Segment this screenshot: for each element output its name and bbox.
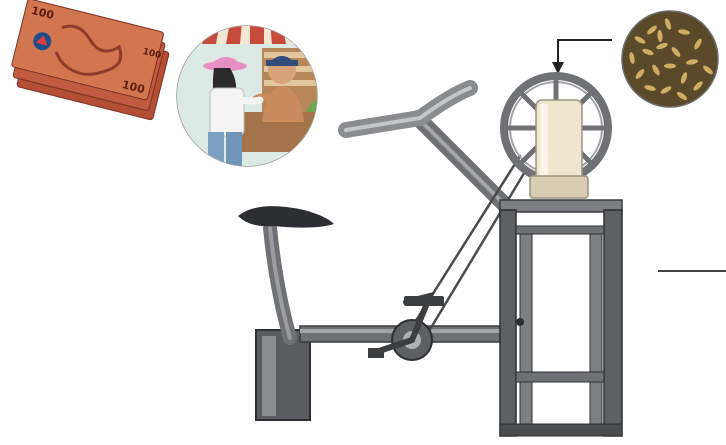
mill-stand bbox=[500, 200, 622, 436]
market-stall-vignette bbox=[170, 20, 330, 187]
pointer-arrow bbox=[552, 40, 612, 74]
banknotes-stack: 100 100 100 bbox=[7, 0, 174, 120]
grain-closeup-circle bbox=[622, 11, 718, 107]
stall-awning bbox=[195, 22, 315, 44]
bicycle-handlebar bbox=[346, 88, 470, 130]
bicycle-seat bbox=[238, 206, 334, 227]
grinding-jar bbox=[530, 100, 588, 198]
